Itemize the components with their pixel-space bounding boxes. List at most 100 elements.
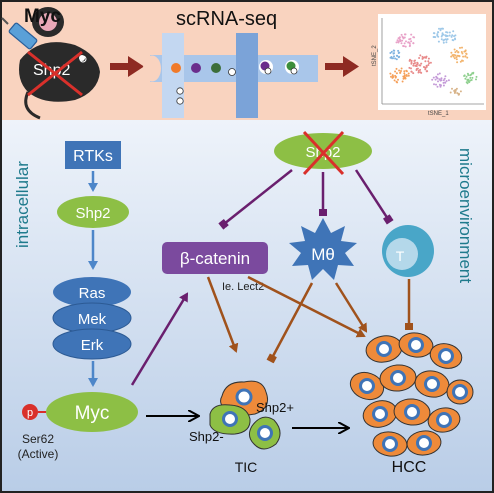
tsne-point [420,62,423,65]
tsne-point [465,52,468,55]
tsne-point [464,77,467,80]
tsne-point [435,83,437,86]
shp2-minus-label: Shp2- [189,429,224,444]
tsne-point [460,51,463,53]
tsne-point [412,64,415,67]
tsne-point [414,62,416,64]
tsne-point [442,81,445,84]
tsne-point [442,84,445,87]
inhibit-macrophage-tic [266,282,314,364]
shp2-plus-label: Shp2+ [256,400,294,415]
tsne-point [402,75,405,78]
tsne-point [409,44,411,47]
tsne-point [436,85,439,88]
hcc-cell-nucleus [372,406,388,422]
tsne-point [470,79,473,81]
tsne-point [403,70,406,73]
tsne-point [401,39,404,42]
tsne-point [392,52,395,55]
hcc-cell-nucleus [416,435,432,451]
tsne-point [464,50,467,53]
tsne-point [389,56,392,59]
tsne-point [455,49,458,52]
tsne-point [403,42,406,45]
tsne-point [412,72,415,75]
arrow-macrophage-hcc [334,282,368,333]
tsne-point [407,72,410,75]
tsne-point [398,55,401,58]
tsne-point [434,78,437,81]
tsne-point [466,72,469,75]
tsne-point [441,32,444,35]
tsne-point [449,91,452,94]
knockout-marker [79,55,87,63]
tsne-point [438,83,441,86]
tsne-point [437,35,440,38]
tsne-point [469,74,472,77]
tsne-point [475,75,478,78]
tsne-point [437,80,439,83]
tsne-point [438,78,441,81]
tsne-point [451,54,454,57]
active-label: (Active) [18,447,59,461]
tsne-point [432,32,435,35]
tsne-point [443,38,446,41]
tsne-point [402,45,405,48]
tsne-point [436,77,439,80]
t-cell-nucleus [386,238,418,270]
tsne-point [444,34,447,37]
tsne-point [464,55,467,58]
ser62-label: Ser62 [22,432,54,446]
tsne-point [452,39,455,42]
tsne-point [407,74,410,77]
tsne-point [471,76,474,79]
tsne-point [453,57,456,60]
tsne-point [440,35,443,38]
method-label: scRNA-seq [176,8,277,30]
erk-label: Erk [81,337,104,354]
tsne-point [461,59,464,62]
tsne-point [400,70,402,72]
tsne-point [455,58,458,61]
tsne-point [456,92,459,95]
tsne-point [390,75,392,78]
tsne-point [457,51,460,54]
tsne-point [438,72,441,75]
tsne-point [391,57,393,60]
tsne-point [400,33,403,36]
tsne-point [428,62,431,65]
hcc-cell-nucleus [390,370,406,386]
tsne-point [436,33,439,36]
mouse-cross-icon [27,50,83,97]
inhibit-shp2-betacatenin [218,169,293,230]
tsne-point [432,76,435,79]
tsne-point [410,40,413,43]
tsne-point [459,46,461,49]
myc-label: Myc [75,403,110,424]
ras-node [53,277,131,307]
beta-catenin-label: β-catenin [180,249,250,268]
tsne-point [418,57,421,59]
tsne-point [466,79,469,82]
tsne-point [459,60,462,63]
tsne-point [395,80,398,83]
tsne-point [403,33,406,36]
tsne-point [398,69,401,72]
tsne-point [440,77,443,80]
tsne-point [424,66,427,69]
tsne-point [408,66,411,69]
tsne-point [400,42,403,45]
tsne-point [397,49,400,52]
mouse-label: Myc [24,6,61,27]
tsne-point [410,59,413,62]
tsne-point [450,51,453,54]
tsne-point [457,93,460,96]
tsne-point [465,75,468,78]
tsne-point [427,57,430,60]
tsne-point [436,73,439,76]
lect2-label: Ie. Lect2 [222,281,264,293]
phospho-circle [22,404,38,420]
hcc-cell-nucleus [452,384,468,400]
tsne-point [451,34,454,37]
